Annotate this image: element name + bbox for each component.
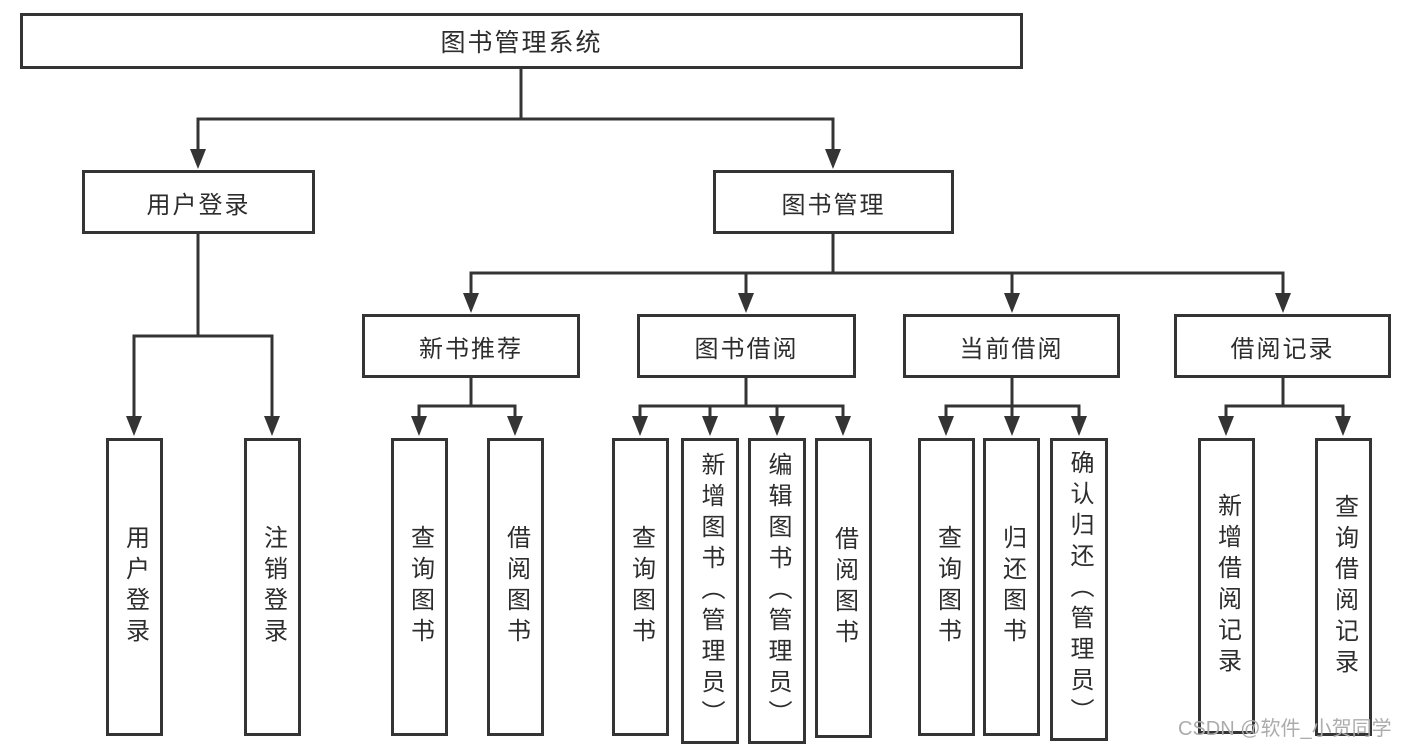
- node-ul-login: 用户登录: [106, 438, 163, 736]
- node-bb-edit-label: 编辑图书（管理员）: [764, 451, 791, 731]
- connector-borrow-record-branch: [1218, 378, 1351, 436]
- node-bb-add-label: 新增图书（管理员）: [697, 451, 724, 731]
- node-nb-query-label: 查询图书: [406, 525, 434, 649]
- node-ul-login-label: 用户登录: [121, 525, 149, 649]
- node-bb-edit: 编辑图书（管理员）: [748, 438, 806, 744]
- node-nb-borrow-label: 借阅图书: [502, 525, 530, 649]
- node-new-book: 新书推荐: [362, 314, 580, 378]
- node-br-add-label: 新增借阅记录: [1213, 493, 1241, 679]
- connector-user-login-branch: [126, 234, 280, 436]
- node-cb-confirm-label: 确认归还（管理员）: [1066, 450, 1093, 729]
- node-bb-query: 查询图书: [612, 438, 669, 736]
- node-cb-return-label: 归还图书: [998, 525, 1026, 649]
- node-book-borrow-label: 图书借阅: [694, 335, 799, 363]
- node-book-mgmt-label: 图书管理: [781, 191, 886, 219]
- node-current-borrow-label: 当前借阅: [959, 335, 1064, 363]
- node-root-label: 图书管理系统: [440, 29, 603, 57]
- connector-book-mgmt-branch: [463, 234, 1291, 313]
- node-cb-query: 查询图书: [918, 438, 975, 736]
- node-br-add: 新增借阅记录: [1198, 438, 1255, 734]
- node-root: 图书管理系统: [20, 13, 1023, 69]
- watermark: CSDN @软件_小贺同学: [1178, 718, 1392, 740]
- node-nb-borrow: 借阅图书: [487, 438, 544, 736]
- node-new-book-label: 新书推荐: [419, 335, 523, 363]
- node-cb-query-label: 查询图书: [933, 525, 961, 649]
- node-book-borrow: 图书借阅: [637, 314, 856, 378]
- node-bb-query-label: 查询图书: [627, 525, 655, 649]
- node-bb-borrow-label: 借阅图书: [830, 526, 858, 650]
- node-user-login: 用户登录: [82, 170, 315, 234]
- node-user-login-label: 用户登录: [146, 191, 251, 219]
- node-br-query: 查询借阅记录: [1315, 438, 1372, 736]
- node-cb-return: 归还图书: [983, 438, 1040, 736]
- connector-root-branch: [190, 69, 841, 169]
- node-book-mgmt: 图书管理: [713, 170, 954, 234]
- node-bb-borrow: 借阅图书: [815, 438, 872, 738]
- node-ul-logout-label: 注销登录: [259, 525, 287, 649]
- node-borrow-record: 借阅记录: [1174, 314, 1391, 378]
- node-borrow-record-label: 借阅记录: [1230, 335, 1335, 363]
- node-cb-confirm: 确认归还（管理员）: [1050, 438, 1108, 741]
- node-bb-add: 新增图书（管理员）: [681, 438, 739, 744]
- connector-book-borrow-branch: [632, 378, 851, 436]
- node-ul-logout: 注销登录: [244, 438, 301, 736]
- connector-new-book-branch: [411, 378, 523, 436]
- node-nb-query: 查询图书: [391, 438, 448, 736]
- node-current-borrow: 当前借阅: [903, 314, 1120, 378]
- node-br-query-label: 查询借阅记录: [1330, 494, 1358, 680]
- connector-current-borrow-branch: [938, 378, 1087, 436]
